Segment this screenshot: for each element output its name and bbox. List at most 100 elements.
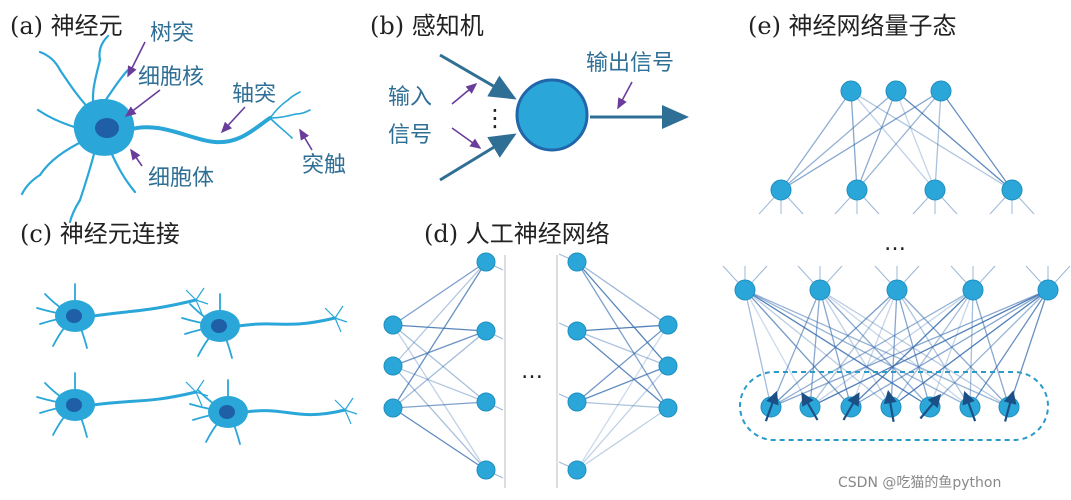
nqs-node [734, 279, 756, 301]
nqs-node [770, 179, 792, 201]
nqs-edge [819, 289, 892, 408]
ann-edges [392, 253, 669, 479]
perceptron-node [515, 78, 589, 152]
nqs-edge [780, 90, 897, 191]
nqs-edge [896, 289, 931, 408]
ann-edge [576, 324, 669, 471]
nqs-edge [896, 289, 971, 408]
nqs-edge [770, 289, 898, 408]
ann-edge [392, 407, 487, 471]
ann-nodes [383, 252, 678, 480]
axon-terminal [185, 381, 197, 393]
axon-terminal [334, 317, 342, 333]
ann-edge [576, 261, 669, 367]
nqs-node [1037, 279, 1059, 301]
spin-arrow [883, 390, 897, 422]
synapse-terminals [269, 91, 311, 139]
ann-node [476, 252, 496, 272]
ann-edge [392, 324, 487, 332]
nqs-edge [896, 289, 1010, 408]
spin-arrow [801, 392, 819, 421]
axon [91, 390, 198, 407]
nqs-edge [809, 289, 821, 408]
ann-ellipsis: … [521, 359, 543, 384]
panel-a: (a) 神经元 [10, 12, 346, 224]
nqs-edge [890, 289, 974, 408]
nqs-edge [850, 289, 1049, 408]
nqs-edge [850, 90, 858, 191]
panel-b-title: (b) 感知机 [370, 12, 484, 40]
nqs-edge [934, 90, 942, 191]
axon-terminal [344, 409, 352, 425]
axon [236, 316, 337, 328]
nqs-edge [770, 289, 821, 408]
label-input-line2: 信号 [388, 123, 432, 148]
ann-edge [576, 261, 669, 326]
nqs-edge [744, 289, 852, 408]
label-output-signal: 输出信号 [586, 51, 674, 76]
axon-terminal [334, 305, 344, 319]
ann-edge [392, 261, 487, 409]
nqs-edge [770, 289, 974, 408]
nqs-node [924, 179, 946, 201]
nqs-edge [780, 90, 852, 191]
panel-d: (d) 人工神经网络 … [383, 220, 678, 488]
label-input-line1: 输入 [388, 85, 432, 110]
axon-terminal [324, 307, 336, 319]
axon-shape [126, 116, 272, 145]
nucleus [66, 309, 82, 323]
ann-node [658, 315, 678, 335]
nqs-edge [850, 90, 936, 191]
nqs-edge [744, 289, 931, 408]
panel-a-title: (a) 神经元 [10, 12, 123, 40]
nqs-edge [929, 289, 1049, 408]
ann-node [476, 460, 496, 480]
ann-edge [576, 324, 669, 403]
spin-arrow [1003, 390, 1017, 422]
ann-edge [392, 330, 487, 409]
input-arrow-bottom [439, 133, 517, 182]
nqs-node [886, 279, 908, 301]
panel-c-title: (c) 神经元连接 [20, 220, 180, 248]
nucleus [211, 319, 227, 333]
nqs-edge [780, 90, 942, 191]
watermark: CSDN @吃猫的鱼python [838, 474, 1001, 491]
nqs-edge [969, 289, 1049, 408]
spin-layer-outline [739, 371, 1049, 441]
annotation-arrows-b [451, 81, 633, 149]
axon-terminal [334, 399, 346, 411]
nucleus [66, 398, 82, 412]
nqs-node [885, 80, 907, 102]
ann-node [658, 356, 678, 376]
nqs-edge [890, 289, 898, 408]
nqs-edge [819, 289, 931, 408]
nqs-edge [856, 90, 942, 191]
ann-edge [392, 330, 487, 367]
panel-d-title: (d) 人工神经网络 [424, 220, 610, 248]
ann-node [476, 392, 496, 412]
ann-node [658, 398, 678, 418]
spin-arrow [962, 390, 977, 422]
axon [91, 298, 198, 318]
label-dendrite: 树突 [150, 21, 194, 46]
nqs-node [1001, 179, 1023, 201]
axon-terminal [195, 299, 209, 305]
nqs-edge [819, 289, 852, 408]
neuron-illustration [20, 34, 311, 224]
ann-node [567, 460, 587, 480]
axon-terminal [195, 391, 203, 407]
nqs-edge [770, 289, 1049, 408]
nqs-edge [809, 289, 974, 408]
ann-edge [392, 261, 487, 367]
spin-arrow [919, 393, 942, 420]
ann-node [383, 356, 403, 376]
ann-edge [576, 330, 669, 409]
nqs-edge [856, 90, 897, 191]
nucleus-shape [95, 118, 119, 138]
nqs-edge [744, 289, 772, 408]
axon-terminal [195, 299, 203, 315]
ann-edge [576, 365, 669, 471]
nqs-node [840, 80, 862, 102]
nqs-ellipsis: … [884, 231, 906, 256]
ann-edge [392, 261, 487, 326]
